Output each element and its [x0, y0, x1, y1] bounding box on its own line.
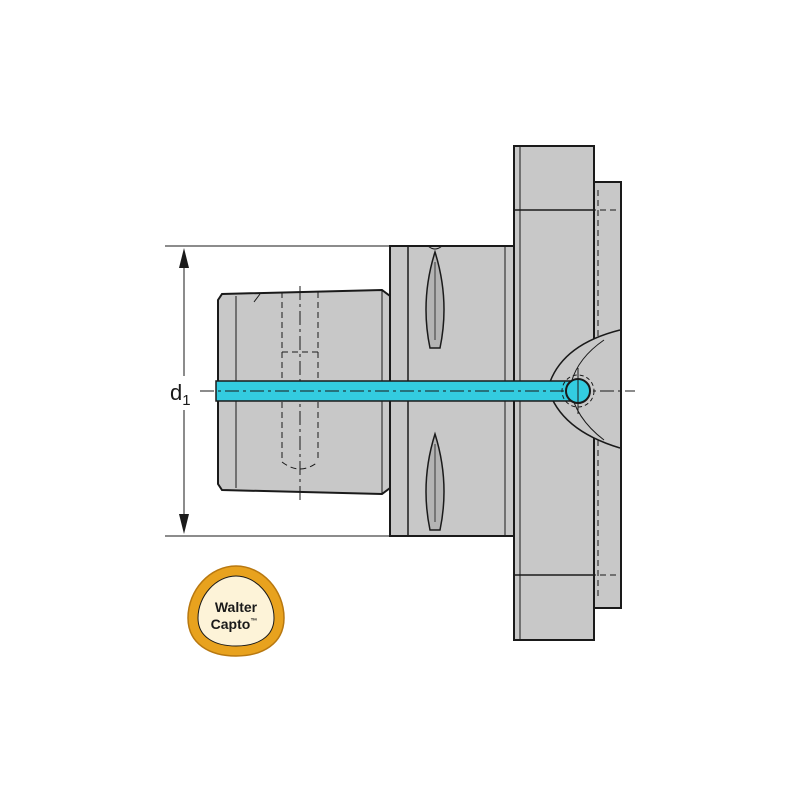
- logo-trademark: ™: [250, 618, 257, 625]
- walter-capto-logo: Walter Capto™: [187, 565, 285, 657]
- logo-line2: Capto™: [211, 616, 258, 632]
- dimension-d1: d1: [165, 245, 390, 537]
- arrow-down-icon: [179, 514, 189, 534]
- arrow-up-icon: [179, 248, 189, 268]
- logo-inner-shape: [197, 575, 275, 647]
- hidden-bore: [281, 292, 319, 470]
- logo-line1: Walter: [215, 599, 258, 615]
- coolant-channel: [200, 368, 635, 414]
- dimension-subscript: 1: [182, 392, 190, 409]
- dimension-label: d1: [170, 380, 191, 409]
